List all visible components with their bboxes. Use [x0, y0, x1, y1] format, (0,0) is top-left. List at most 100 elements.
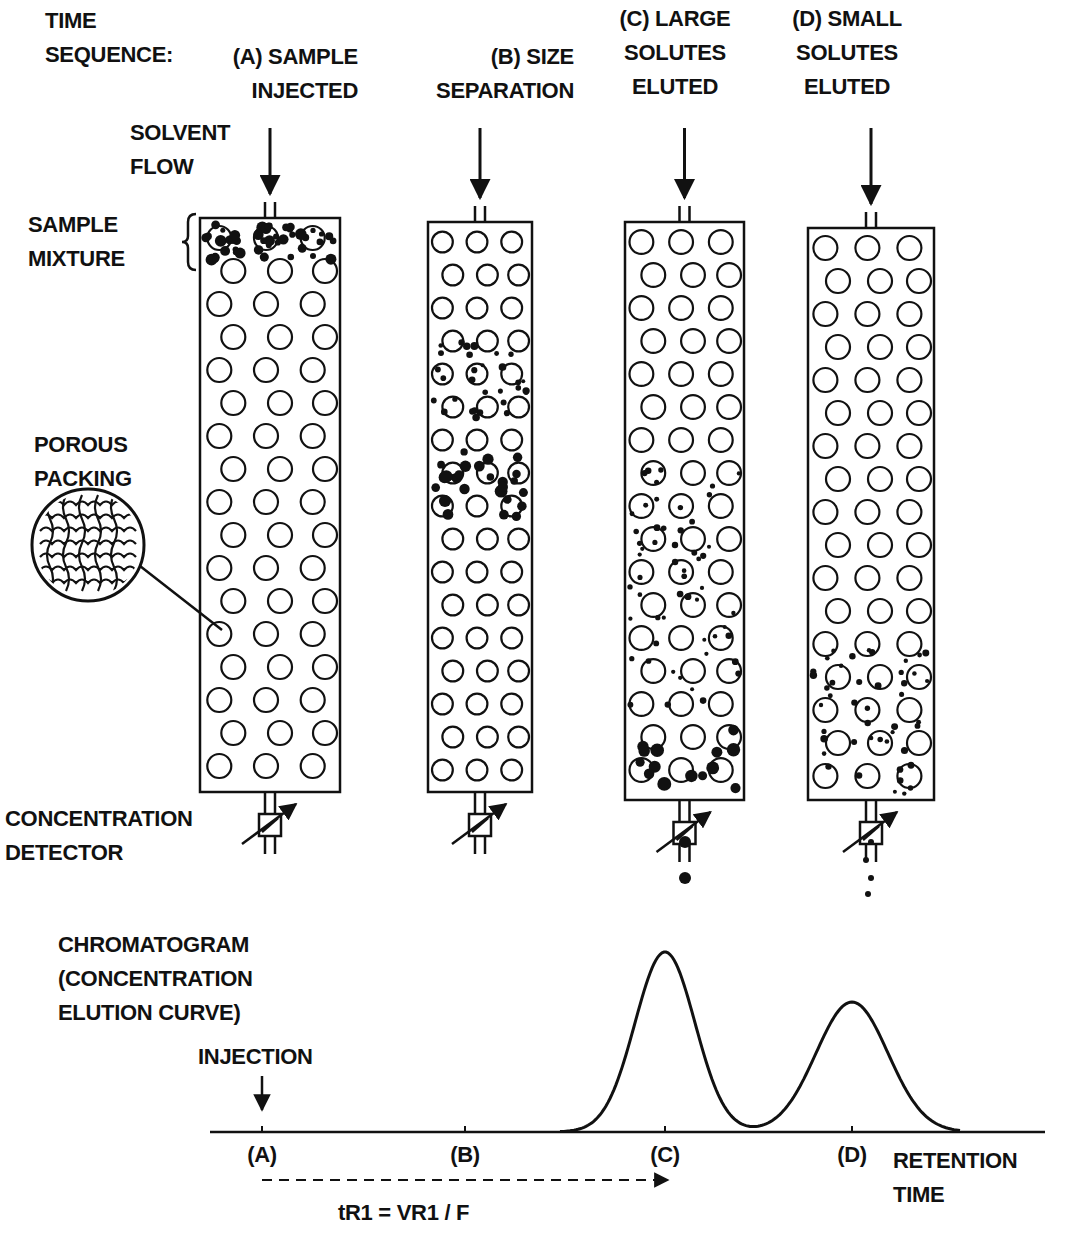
solute-dot [438, 343, 443, 348]
solute-dot [472, 414, 480, 422]
solute-dot [681, 573, 687, 579]
packing-bead [855, 236, 879, 260]
solute-dot [825, 763, 831, 769]
solute-dot [877, 737, 883, 743]
column-tube [200, 218, 340, 792]
packing-bead [268, 523, 292, 547]
packing-bead [268, 655, 292, 679]
packing-bead [477, 331, 498, 352]
packing-bead [855, 698, 879, 722]
solute-dot [220, 228, 225, 233]
packing-bead [826, 269, 850, 293]
packing-bead [501, 694, 522, 715]
packing-bead [813, 632, 837, 656]
solute-dot [266, 223, 273, 230]
solute-dot [824, 685, 830, 691]
solute-dot [295, 228, 307, 240]
packing-bead [508, 331, 529, 352]
solute-dot [215, 235, 227, 247]
packing-bead [301, 754, 325, 778]
packing-bead [630, 626, 654, 650]
packing-bead [477, 529, 498, 550]
packing-bead [669, 362, 693, 386]
packing-bead [221, 523, 245, 547]
solute-dot [727, 743, 740, 756]
packing-bead [301, 688, 325, 712]
packing-bead [669, 296, 693, 320]
solute-dot [643, 503, 648, 508]
packing-bead [477, 595, 498, 616]
packing-bead [855, 434, 879, 458]
packing-bead [709, 428, 733, 452]
solute-dot [662, 616, 666, 620]
solute-dot [695, 598, 699, 602]
packing-bead [467, 562, 488, 583]
solute-dot [440, 470, 453, 483]
solute-dot [732, 658, 739, 665]
packing-bead [467, 430, 488, 451]
pore-line [40, 554, 136, 558]
solute-dot [482, 454, 493, 465]
pore-line [63, 495, 69, 591]
column-tube [808, 228, 934, 800]
packing-bead [207, 358, 231, 382]
packing-bead [254, 622, 278, 646]
solute-dot [438, 350, 444, 356]
packing-bead [641, 593, 665, 617]
packing-bead [254, 754, 278, 778]
packing-bead [268, 589, 292, 613]
packing-bead [501, 430, 522, 451]
packing-bead [709, 362, 733, 386]
packing-bead [301, 490, 325, 514]
packing-bead [868, 731, 892, 755]
packing-bead [897, 302, 921, 326]
solute-dot [504, 410, 510, 416]
solute-dot [678, 676, 682, 680]
packing-bead [254, 424, 278, 448]
solute-dot [912, 671, 917, 676]
packing-bead [508, 727, 529, 748]
packing-bead [432, 232, 453, 253]
solute-dot [470, 342, 478, 350]
solute-dot [653, 640, 659, 646]
solute-dot [503, 495, 512, 504]
solute-dot [899, 692, 904, 697]
solute-dot [707, 545, 711, 549]
solute-dot [627, 702, 633, 708]
pore-line [111, 495, 117, 591]
solute-dot [851, 699, 857, 705]
packing-bead [681, 593, 705, 617]
packing-bead [254, 358, 278, 382]
axis-tick-label: (B) [435, 1138, 495, 1172]
pore-line [79, 495, 85, 591]
pore-line [47, 495, 53, 591]
solute-dot [658, 467, 663, 472]
packing-bead [207, 556, 231, 580]
packing-bead [855, 632, 879, 656]
solute-dot [481, 363, 485, 367]
solute-dot [644, 769, 654, 779]
packing-bead [868, 467, 892, 491]
packing-bead [709, 560, 733, 584]
packing-bead [221, 655, 245, 679]
solute-dot [638, 592, 643, 597]
packing-bead [221, 259, 245, 283]
solute-dot [685, 770, 697, 782]
solute-dot [810, 671, 817, 678]
solute-dot [469, 376, 476, 383]
packing-bead [907, 335, 931, 359]
solute-dot [310, 228, 315, 233]
packing-bead [221, 589, 245, 613]
solute-dot [638, 552, 642, 556]
column-tube [428, 222, 532, 792]
packing-bead [681, 329, 705, 353]
packing-bead [467, 760, 488, 781]
solute-dot [735, 670, 741, 676]
packing-bead [897, 434, 921, 458]
pore-line [40, 502, 136, 506]
packing-bead [301, 424, 325, 448]
solute-dot [499, 510, 509, 520]
solute-dot [646, 658, 652, 664]
pore-line [40, 528, 136, 532]
solute-dot [679, 872, 691, 884]
